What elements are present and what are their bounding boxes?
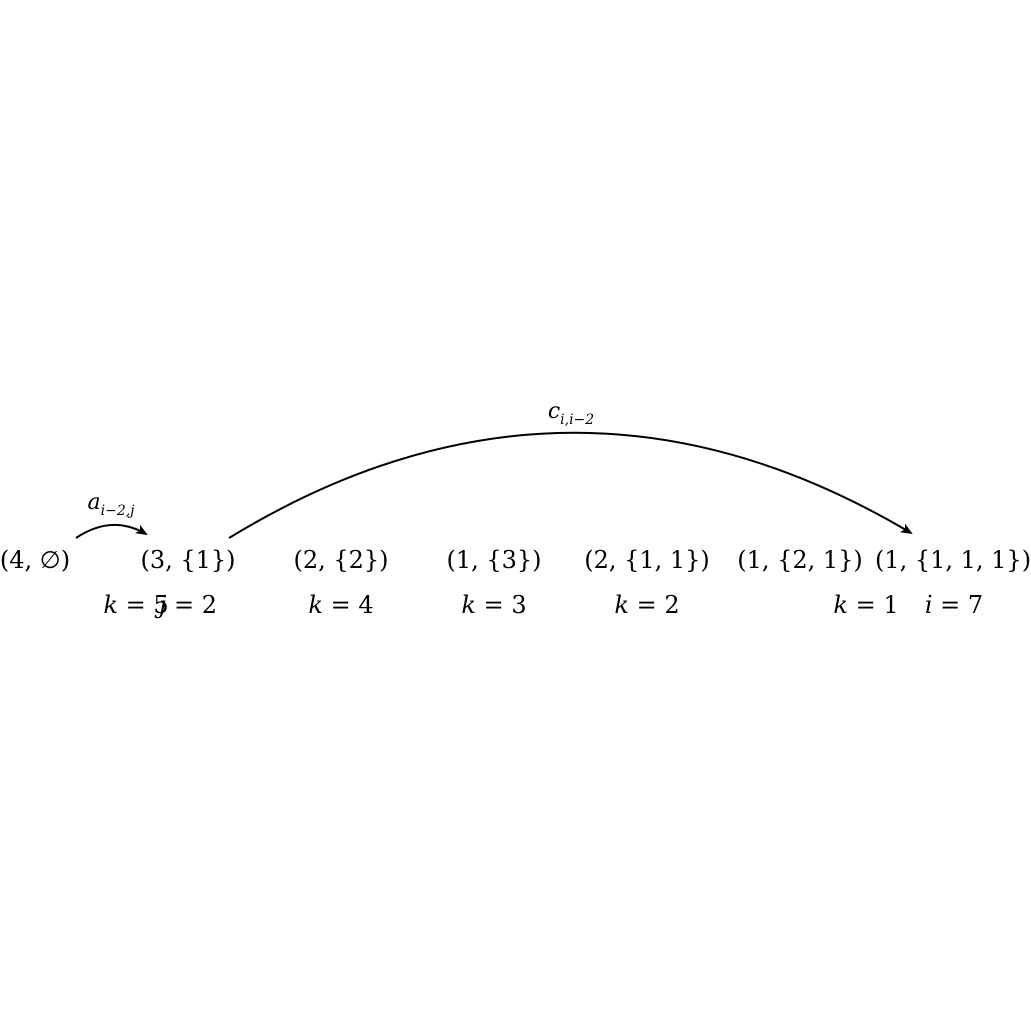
label-i-7-value: 7 [967,591,984,619]
label-j-2-var: j [158,591,167,619]
label-k-1: k = 1 [833,591,899,619]
short-arrow-label-subscript: i−2,j [100,503,135,519]
short-arrow-label: ai−2,j [87,490,135,519]
label-i-7: i = 7 [924,591,984,619]
node-3-1: (3, {1}) [140,546,236,574]
label-k-5-var: k [103,591,118,619]
label-k-4-var: k [308,591,323,619]
short-arrow-label-base: a [87,490,101,515]
node-2-1-1: (2, {1, 1}) [584,546,710,574]
label-k-1-var: k [833,591,848,619]
label-k-2: k = 2 [614,591,680,619]
label-i-7-var: i [924,591,933,619]
label-k-4-value: 4 [358,591,374,619]
label-k-5-value: 5 [153,591,169,619]
long-arrow-label-base: c [547,399,561,424]
node-1-1-1-1: (1, {1, 1, 1}) [874,546,1031,574]
label-j-2-value: 2 [201,591,218,619]
label-j-2: j = 2 [158,591,218,619]
short-arrow [75,523,148,539]
node-1-3: (1, {3}) [446,546,542,574]
long-arrow-label: ci,i−2 [547,399,595,428]
label-k-2-var: k [614,591,629,619]
label-k-5: k = 5 [103,591,169,619]
label-k-2-value: 2 [664,591,680,619]
label-k-3: k = 3 [461,591,527,619]
label-k-3-value: 3 [511,591,527,619]
node-1-2-1: (1, {2, 1}) [737,546,863,574]
long-arrow [228,431,913,539]
label-k-1-value: 1 [883,591,899,619]
node-4-empty: (4, ∅) [0,546,71,574]
long-arrow-label-subscript: i,i−2 [560,412,595,428]
label-k-3-var: k [461,591,476,619]
node-2-2: (2, {2}) [293,546,389,574]
label-k-4: k = 4 [308,591,374,619]
